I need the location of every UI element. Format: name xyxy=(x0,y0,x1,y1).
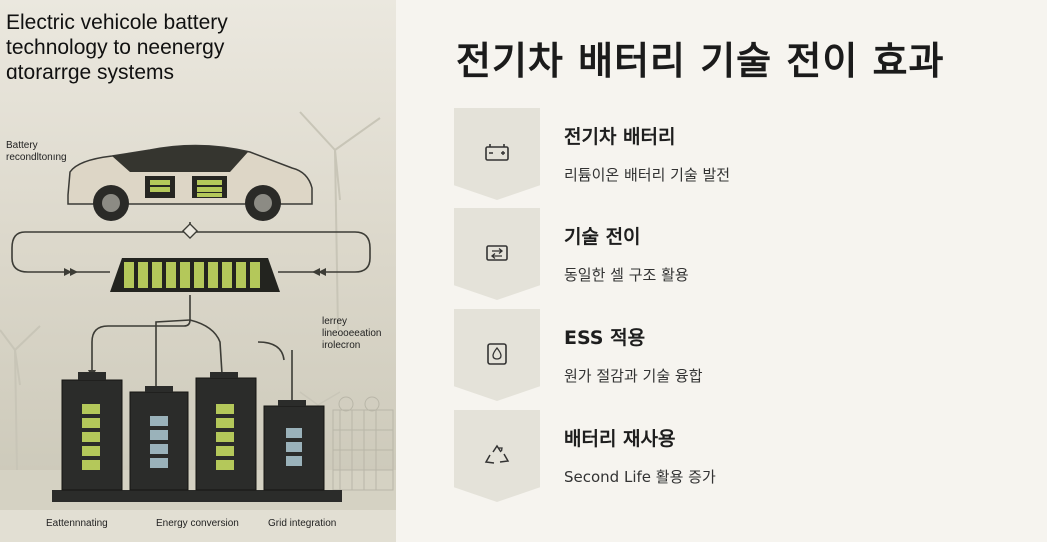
step-chevron xyxy=(454,108,540,200)
step-title: 배터리 재사용 xyxy=(564,428,676,450)
bottom-label-1: Eattennnating xyxy=(46,518,108,529)
recycle-icon xyxy=(484,444,510,464)
step-ev-battery: 전기차 배터리 리튬이온 배터리 기술 발전 xyxy=(454,108,1014,200)
bottom-strip xyxy=(0,510,396,542)
step-chevron xyxy=(454,410,540,502)
storage-drop-icon xyxy=(487,343,507,365)
step-chevron xyxy=(454,208,540,300)
step-ess-application: ESS 적용 원가 절감과 기술 융합 xyxy=(454,309,1014,401)
step-title: ESS 적용 xyxy=(564,327,646,349)
illustration-title: Electric vehicole battery technology to … xyxy=(6,11,228,84)
step-desc: 원가 절감과 기술 융합 xyxy=(564,367,703,385)
step-desc: 동일한 셀 구조 활용 xyxy=(564,266,689,284)
step-desc: 리튬이온 배터리 기술 발전 xyxy=(564,166,731,184)
step-tech-transfer: 기술 전이 동일한 셀 구조 활용 xyxy=(454,208,1014,300)
ess-battery-green xyxy=(195,372,257,491)
label-battery-reconditioning: Battery recondltonıng xyxy=(6,140,67,163)
ess-battery-blue xyxy=(263,400,325,491)
step-desc: Second Life 활용 증가 xyxy=(564,468,716,486)
wind-turbine-icon xyxy=(299,111,381,331)
platform xyxy=(52,490,342,502)
page-title: 전기차 배터리 기술 전이 효과 xyxy=(456,39,945,83)
junction-node xyxy=(181,222,199,240)
substation-icon xyxy=(332,396,394,491)
battery-module xyxy=(110,258,280,292)
label-energy-integration: lerrey lineooeeation irolecron xyxy=(322,316,382,351)
ess-battery-green xyxy=(61,372,123,491)
transfer-icon xyxy=(486,245,508,261)
bottom-label-3: Grid integration xyxy=(268,518,337,529)
battery-icon xyxy=(485,144,509,161)
step-battery-reuse: 배터리 재사용 Second Life 활용 증가 xyxy=(454,410,1014,502)
wind-turbine-icon xyxy=(0,325,41,471)
illustration-panel: Electric vehicole battery technology to … xyxy=(0,0,396,542)
electric-car-icon xyxy=(67,144,313,221)
step-title: 전기차 배터리 xyxy=(564,126,676,148)
step-title: 기술 전이 xyxy=(564,226,641,248)
step-chevron xyxy=(454,309,540,401)
content-panel: 전기차 배터리 기술 전이 효과 전기차 배터리 리튬이온 배터리 기술 발전 … xyxy=(396,0,1047,542)
flow-lines xyxy=(11,222,371,402)
illustration-graphic xyxy=(0,111,396,542)
ess-battery-blue xyxy=(129,386,189,491)
bottom-label-2: Energy conversion xyxy=(156,518,239,529)
